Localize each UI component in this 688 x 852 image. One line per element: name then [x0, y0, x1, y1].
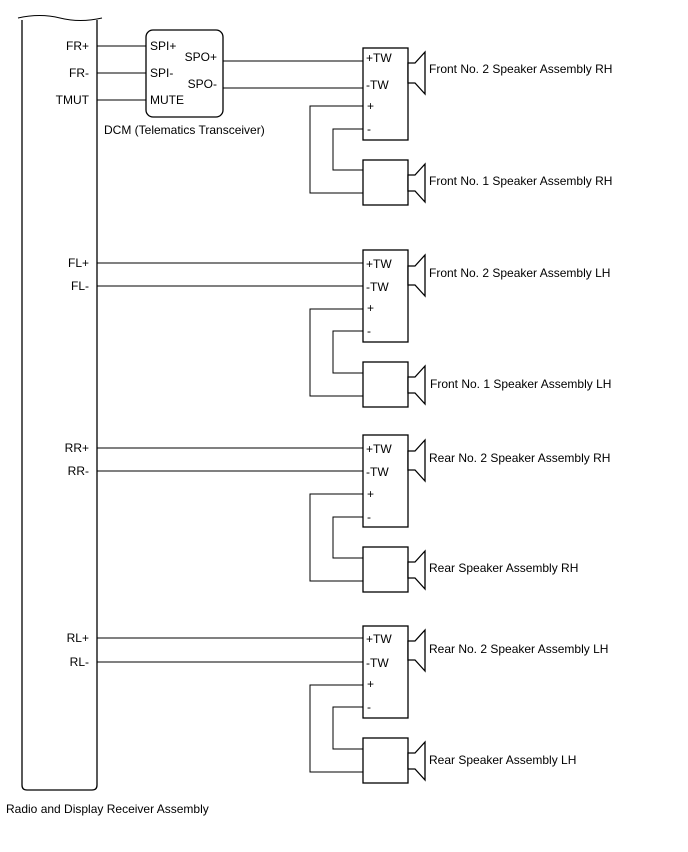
front-rh-link-inner [332, 128, 363, 171]
rear-lh-pin-plus-tw: +TW [366, 632, 392, 646]
front-lh-woofer-icon [407, 364, 426, 406]
pin-rl-minus: RL- [70, 655, 89, 669]
rear-lh-link-inner [332, 706, 363, 750]
pin-fr-plus: FR+ [66, 39, 89, 53]
dcm-pin-spi-minus: SPI- [150, 66, 173, 80]
front-lh-woofer-box [362, 361, 409, 408]
rear-lh-tweeter-box [362, 625, 409, 719]
rear-rh-woofer-label: Rear Speaker Assembly RH [429, 561, 578, 575]
front-lh-tweeter-label: Front No. 2 Speaker Assembly LH [429, 266, 610, 280]
receiver-top-break [17, 15, 103, 21]
front-rh-woofer-icon [407, 162, 426, 204]
rear-lh-tweeter-label: Rear No. 2 Speaker Assembly LH [429, 642, 608, 656]
dcm-pin-spo-minus: SPO- [188, 77, 217, 91]
front-lh-pin-minus: - [367, 324, 371, 338]
pin-tmut: TMUT [56, 93, 90, 107]
rear-rh-woofer-box [362, 546, 409, 593]
front-rh-pin-plus: + [367, 99, 374, 113]
front-rh-woofer-box [362, 159, 409, 206]
front-lh-pin-plus: + [367, 301, 374, 315]
rear-rh-pin-minus: - [367, 510, 371, 524]
rear-rh-woofer-icon [407, 549, 426, 591]
rear-lh-tweeter-icon [407, 628, 426, 673]
front-rh-tweeter-label: Front No. 2 Speaker Assembly RH [429, 62, 612, 76]
rear-rh-link-outer [309, 493, 363, 582]
front-rh-pin-minus: - [367, 122, 371, 136]
rear-rh-tweeter-icon [407, 438, 426, 483]
pin-fl-minus: FL- [71, 279, 89, 293]
rear-rh-pin-plus-tw: +TW [366, 442, 392, 456]
dcm-label: DCM (Telematics Transceiver) [104, 123, 265, 137]
rear-lh-pin-minus-tw: -TW [366, 656, 389, 670]
receiver-label: Radio and Display Receiver Assembly [6, 802, 209, 816]
front-rh-pin-minus-tw: -TW [366, 78, 389, 92]
front-rh-tweeter-icon [407, 50, 426, 96]
front-rh-tweeter-box [362, 47, 409, 141]
pin-rl-plus: RL+ [67, 631, 89, 645]
front-lh-link-outer [309, 308, 363, 397]
rear-lh-woofer-box [362, 737, 409, 784]
rear-rh-tweeter-box [362, 434, 409, 528]
front-lh-pin-minus-tw: -TW [366, 280, 389, 294]
front-lh-tweeter-icon [407, 253, 426, 298]
dcm-pin-mute: MUTE [150, 93, 184, 107]
pin-fl-plus: FL+ [68, 256, 89, 270]
pin-rr-plus: RR+ [65, 441, 89, 455]
rear-rh-link-inner [332, 516, 363, 559]
front-rh-woofer-label: Front No. 1 Speaker Assembly RH [429, 174, 612, 188]
rear-lh-woofer-label: Rear Speaker Assembly LH [429, 753, 576, 767]
front-lh-pin-plus-tw: +TW [366, 257, 392, 271]
front-rh-link-outer [309, 105, 363, 194]
pin-rr-minus: RR- [68, 464, 89, 478]
rear-lh-woofer-icon [407, 740, 426, 782]
rear-rh-pin-minus-tw: -TW [366, 465, 389, 479]
rear-lh-link-outer [309, 684, 363, 773]
rear-rh-tweeter-label: Rear No. 2 Speaker Assembly RH [429, 451, 610, 465]
dcm-pin-spo-plus: SPO+ [185, 50, 217, 64]
front-lh-tweeter-box [362, 249, 409, 343]
dcm-pin-spi-plus: SPI+ [150, 39, 176, 53]
front-rh-pin-plus-tw: +TW [366, 51, 392, 65]
receiver-outline [21, 20, 98, 791]
pin-fr-minus: FR- [69, 66, 89, 80]
front-lh-woofer-label: Front No. 1 Speaker Assembly LH [430, 377, 611, 391]
rear-lh-pin-minus: - [367, 700, 371, 714]
rear-rh-pin-plus: + [367, 487, 374, 501]
front-lh-link-inner [332, 330, 363, 374]
rear-lh-pin-plus: + [367, 677, 374, 691]
